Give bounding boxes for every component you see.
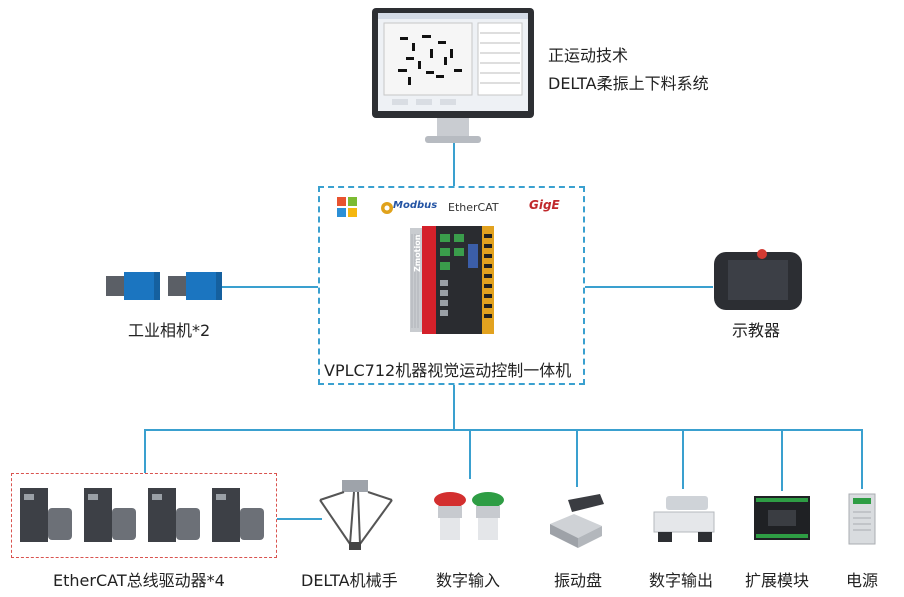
digital-output-label: 数字输出 <box>649 571 714 590</box>
gige-label: GigE <box>529 198 560 212</box>
monitor-base <box>425 136 481 143</box>
controller-label: VPLC712机器视觉运动控制一体机 <box>324 361 572 380</box>
monitor-caption-line2: DELTA柔振上下料系统 <box>548 74 709 93</box>
windows-logo-icon <box>336 196 358 218</box>
monitor-connector <box>453 143 455 186</box>
drives-label: EtherCAT总线驱动器*4 <box>53 571 225 590</box>
power-supply-icon <box>845 492 879 546</box>
push-button-icon <box>432 490 508 550</box>
modbus-logo-icon <box>380 199 430 217</box>
industrial-camera-icon <box>104 266 224 306</box>
delta-robot-label: DELTA机械手 <box>301 571 398 590</box>
controller-device-icon <box>410 224 494 336</box>
drop-digital-output <box>682 429 684 489</box>
ethercat-label: EtherCAT <box>448 201 499 214</box>
monitor-caption-line1: 正运动技术 <box>548 46 629 65</box>
drop-drives <box>144 429 146 473</box>
vibration-plate-icon <box>544 492 608 552</box>
drives-group <box>11 473 277 558</box>
drop-vibration-plate <box>576 429 578 487</box>
controller-down-connector <box>453 385 455 430</box>
drop-digital-input <box>469 429 471 479</box>
modbus-label: Modbus <box>393 200 438 211</box>
cameras-label: 工业相机*2 <box>128 321 211 340</box>
bus-line <box>144 429 862 431</box>
drives-to-robot-connector <box>277 518 322 520</box>
teach-pendant-label: 示教器 <box>732 321 781 340</box>
solenoid-valve-icon <box>648 494 720 550</box>
vibration-plate-label: 振动盘 <box>554 571 603 590</box>
teach-pendant-icon <box>712 246 804 312</box>
expansion-module-label: 扩展模块 <box>745 571 810 590</box>
monitor-stand <box>437 118 469 138</box>
drop-expansion-module <box>781 429 783 491</box>
controller-brand-label: Zmotion <box>413 234 422 272</box>
delta-robot-icon <box>316 478 396 554</box>
drop-power-supply <box>861 429 863 489</box>
power-supply-label: 电源 <box>846 571 879 590</box>
monitor-screen <box>378 13 528 111</box>
controller-group <box>318 186 585 385</box>
expansion-module-icon <box>752 494 812 542</box>
servo-drive-icon <box>18 486 272 548</box>
pendant-connector <box>585 286 713 288</box>
digital-input-label: 数字输入 <box>436 571 501 590</box>
camera-connector <box>222 286 318 288</box>
